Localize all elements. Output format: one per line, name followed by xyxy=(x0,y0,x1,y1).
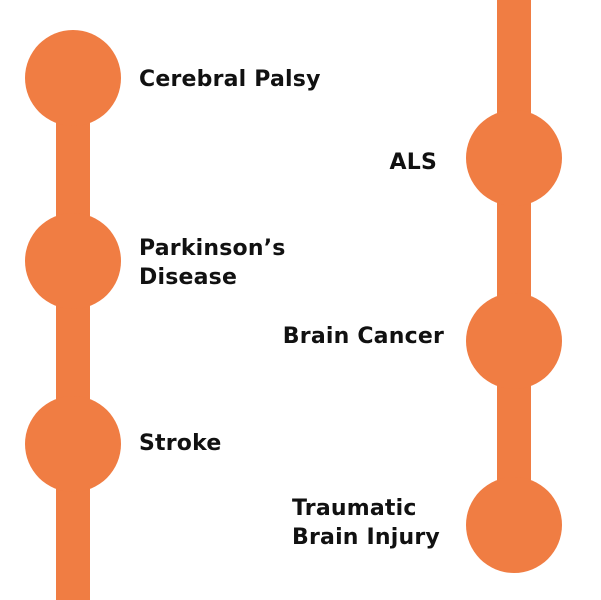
label-stroke: Stroke xyxy=(139,429,222,458)
label-brain-cancer: Brain Cancer xyxy=(283,322,444,351)
label-line: Traumatic xyxy=(292,496,417,521)
label-line: Brain Cancer xyxy=(282,324,444,349)
label-line: Disease xyxy=(139,265,238,290)
label-cerebral-palsy: Cerebral Palsy xyxy=(139,65,321,94)
label-parkinsons-disease: Parkinson’s Disease xyxy=(139,234,286,292)
label-line: Stroke xyxy=(139,431,222,456)
label-traumatic-brain-injury: Traumatic Brain Injury xyxy=(292,494,440,552)
label-line: Brain Injury xyxy=(292,525,440,550)
label-line: ALS xyxy=(389,150,437,175)
right-track-line xyxy=(497,0,531,525)
left-track-line xyxy=(56,70,90,600)
left-node-1 xyxy=(25,30,121,126)
label-als: ALS xyxy=(390,148,438,177)
left-node-3 xyxy=(25,396,121,492)
right-node-2 xyxy=(466,293,562,389)
left-node-2 xyxy=(25,213,121,309)
label-line: Parkinson’s xyxy=(139,236,286,261)
right-node-1 xyxy=(466,110,562,206)
label-line: Cerebral Palsy xyxy=(139,67,321,92)
right-node-3 xyxy=(466,477,562,573)
